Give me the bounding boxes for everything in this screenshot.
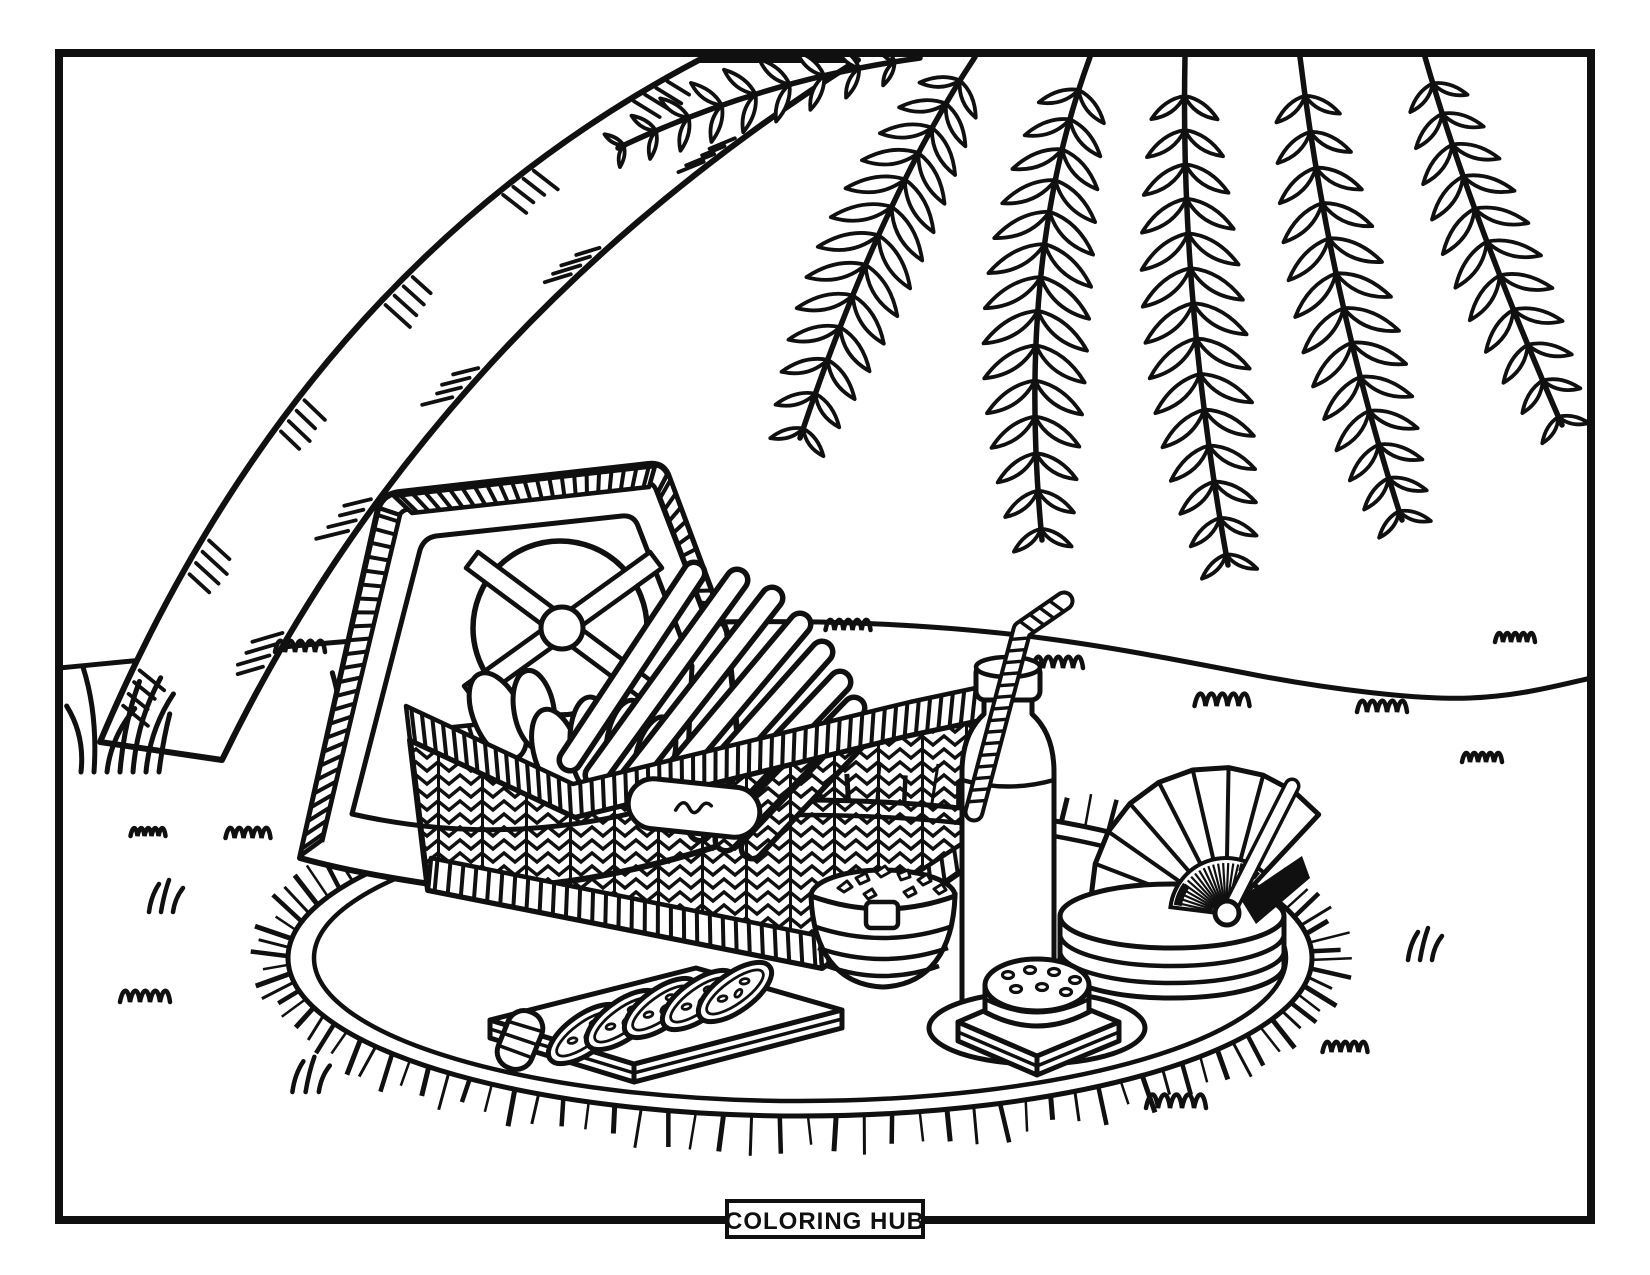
fan-shadow-wedge bbox=[1240, 856, 1310, 924]
bread-slices bbox=[545, 959, 775, 1067]
grass-tuft-wavy bbox=[1320, 1039, 1370, 1055]
palm-frond bbox=[1274, 57, 1433, 540]
palm-frond bbox=[1408, 57, 1587, 446]
palm-trunk-outline bbox=[97, 57, 861, 763]
bowl-snack-chips bbox=[836, 864, 948, 901]
board-handle-wrap bbox=[494, 1008, 546, 1072]
grass-tuft-wavy bbox=[1492, 630, 1538, 645]
grass-tuft-spiky bbox=[1405, 925, 1445, 963]
palm-trunk bbox=[97, 57, 861, 763]
cutting-board bbox=[487, 959, 845, 1085]
footer-label-text: COLORING HUB bbox=[725, 1208, 925, 1235]
tag-mark bbox=[673, 801, 714, 815]
grass-tuft-spiky bbox=[146, 877, 186, 915]
lid-band-stripes bbox=[297, 463, 727, 859]
folding-fan-hub bbox=[1168, 777, 1310, 928]
cookie-holes bbox=[1000, 964, 1083, 998]
grass-tuft-wavy bbox=[1030, 654, 1086, 671]
footer-label: COLORING HUB bbox=[725, 1199, 925, 1239]
palm-frond bbox=[768, 57, 978, 459]
grass-tuft-wavy bbox=[1354, 698, 1410, 715]
sandwich-plate bbox=[926, 956, 1148, 1078]
bread-slice bbox=[695, 959, 775, 1025]
sandwich-layer-line bbox=[957, 1030, 1120, 1068]
strap-button bbox=[538, 604, 586, 652]
fan-handle-fill bbox=[1223, 781, 1297, 917]
bowl-stripe bbox=[826, 963, 940, 979]
palm-frond bbox=[1139, 57, 1260, 581]
grass-tuft-wavy bbox=[1192, 691, 1252, 709]
grass-tuft-wavy bbox=[823, 617, 873, 633]
grass-tuft-wavy bbox=[128, 825, 168, 839]
footer-label-box bbox=[725, 1199, 925, 1239]
palm-frond bbox=[981, 57, 1106, 554]
fan-pivot bbox=[1212, 898, 1242, 928]
palm-fronds bbox=[602, 57, 1587, 581]
bowl-stripe bbox=[812, 923, 954, 941]
grass-tuft-wavy bbox=[1459, 750, 1505, 765]
box-stripe bbox=[1057, 933, 1287, 969]
grass-tuft-wavy bbox=[272, 638, 328, 655]
breadstick bbox=[556, 559, 708, 774]
basket-tag bbox=[625, 776, 763, 840]
striped-straw bbox=[963, 590, 1075, 823]
palm-trunk-hatches bbox=[121, 79, 737, 728]
grass-tuft-wavy bbox=[223, 825, 273, 841]
bowl-stripe bbox=[817, 945, 949, 962]
grass-tuft-tall bbox=[64, 664, 176, 775]
grass-tuft-wavy bbox=[1143, 1092, 1209, 1111]
breadstick bbox=[608, 584, 786, 804]
grass-tuft-wavy bbox=[117, 988, 173, 1005]
bowl-tab bbox=[863, 899, 901, 931]
palm-frond bbox=[602, 57, 923, 169]
breadstick bbox=[582, 566, 751, 789]
snack-bowl bbox=[808, 864, 958, 990]
grass-tuft-spiky bbox=[290, 1054, 333, 1095]
